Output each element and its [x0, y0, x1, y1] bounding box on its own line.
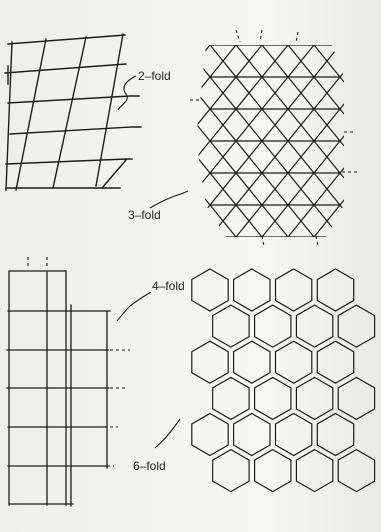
- hex-cell: [295, 448, 334, 493]
- leader-2-fold: [117, 75, 137, 111]
- label-6-fold: 6–fold: [133, 459, 166, 473]
- hex-cell: [316, 340, 355, 384]
- leader-6-fold: [154, 418, 181, 449]
- hex-cell: [212, 448, 250, 493]
- hex-cell: [233, 340, 271, 384]
- lattice-3-fold: [190, 29, 358, 247]
- hex-cell: [316, 412, 355, 457]
- hex-cell: [295, 376, 334, 421]
- hex-cell: [212, 304, 250, 348]
- hex-cell: [337, 304, 376, 348]
- leader-3-fold: [149, 190, 189, 209]
- lattice-3-fold-lines: [196, 45, 344, 237]
- hex-cell: [254, 376, 292, 421]
- hex-cell: [254, 448, 292, 493]
- label-3-fold: 3–fold: [128, 208, 161, 222]
- lattice-4-fold-lines: [6, 270, 111, 507]
- hex-cell: [254, 304, 292, 348]
- hex-cell: [274, 268, 313, 312]
- lattice-6-fold: [191, 268, 376, 493]
- lattice-2-fold: [4, 33, 142, 191]
- leader-4-fold: [116, 291, 152, 322]
- hex-cell: [316, 268, 355, 312]
- lattice-4-fold-axis-ticks: [27, 257, 130, 467]
- hex-cell: [191, 412, 229, 457]
- hex-cell: [295, 304, 334, 348]
- hex-cell: [191, 340, 229, 384]
- hex-cell: [337, 376, 376, 421]
- lattice-2-fold-lines: [4, 33, 142, 191]
- hex-cell: [274, 340, 313, 384]
- hex-cell: [212, 376, 250, 421]
- label-2-fold: 2–fold: [138, 69, 171, 83]
- hex-cell: [274, 412, 313, 457]
- label-4-fold: 4–fold: [152, 279, 185, 293]
- label-leader-lines: [116, 75, 189, 449]
- lattice-4-fold: [6, 257, 130, 507]
- lattice-3-fold-axis-ticks: [190, 29, 358, 247]
- hex-cell: [337, 448, 376, 493]
- hex-cell: [191, 268, 229, 312]
- hex-cell: [233, 412, 271, 457]
- hex-cell: [233, 268, 271, 312]
